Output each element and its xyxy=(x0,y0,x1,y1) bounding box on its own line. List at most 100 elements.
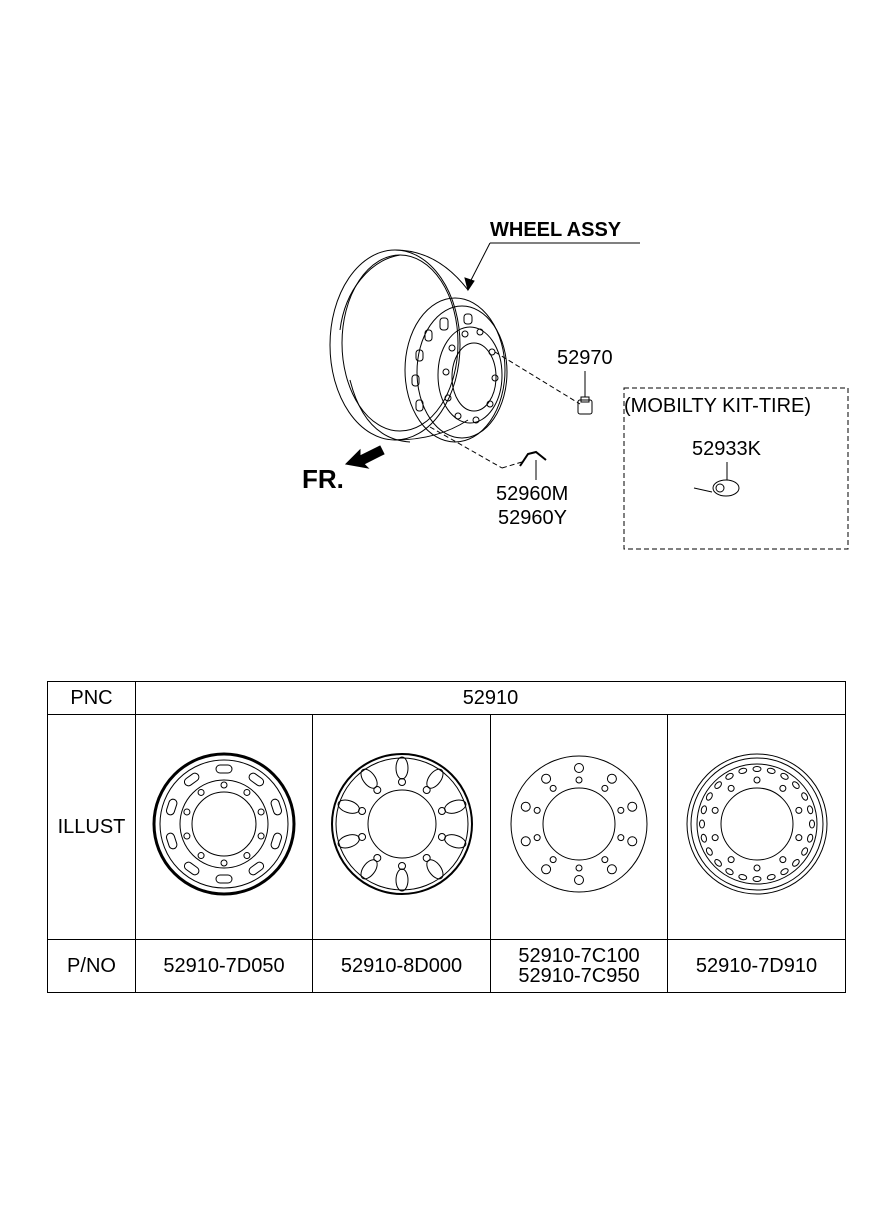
wheel-detail xyxy=(617,834,625,842)
wheel-detail xyxy=(257,808,265,816)
wheel-detail xyxy=(425,859,444,880)
wheel-detail xyxy=(541,773,552,784)
part-number: 52910-8D000 xyxy=(340,955,463,977)
wheel-detail xyxy=(791,781,800,789)
wheel-detail xyxy=(617,806,625,814)
wheel-detail xyxy=(541,864,552,875)
pnc-value: 52910 xyxy=(135,681,846,715)
wheel-detail xyxy=(197,788,205,796)
part-number-cell: 52910-8D000 xyxy=(312,939,491,993)
wheel-detail xyxy=(752,766,761,772)
wheel-detail xyxy=(753,776,760,784)
valve-stem-part xyxy=(519,450,547,480)
wheel-detail xyxy=(606,864,617,875)
part-52933K-label: 52933K xyxy=(692,438,761,460)
wheel-detail xyxy=(183,808,191,816)
part-number: 52910-7C100 xyxy=(518,945,640,967)
wheel-detail xyxy=(808,819,815,829)
front-direction-label: FR. xyxy=(302,464,344,494)
wheel-detail xyxy=(243,852,251,860)
part-number-cell: 52910-7D910 xyxy=(667,939,846,993)
wheel-style-round-holes-icon xyxy=(510,755,648,893)
wheel-detail xyxy=(549,784,557,792)
wheel-detail xyxy=(243,788,251,796)
wheel-detail xyxy=(724,868,734,876)
wheel-detail xyxy=(800,792,808,801)
wheel-detail xyxy=(800,847,808,856)
wheel-detail xyxy=(779,868,789,876)
wheel-detail xyxy=(359,859,378,880)
wheel-detail xyxy=(395,868,408,892)
wheel-detail xyxy=(395,756,408,780)
mobility-kit-label: (MOBILTY KIT-TIRE) xyxy=(624,395,812,417)
wheel-detail xyxy=(533,806,541,814)
wheel-detail xyxy=(806,805,813,815)
wheel-detail xyxy=(737,873,747,881)
wheel-detail xyxy=(422,853,431,862)
wheel-detail xyxy=(248,861,265,876)
wheel-detail xyxy=(705,847,713,856)
wheel-detail xyxy=(437,807,446,816)
wheel-detail xyxy=(575,864,583,872)
wheel-detail xyxy=(437,832,446,841)
wheel-detail xyxy=(270,798,283,816)
wheel-detail xyxy=(794,806,802,814)
wheel-detail xyxy=(337,799,360,814)
wheel-detail xyxy=(533,834,541,842)
wheel-detail xyxy=(752,876,761,882)
wheel-detail xyxy=(791,859,800,867)
wheel-detail xyxy=(779,772,789,780)
wheel-detail xyxy=(574,763,584,773)
wheel-detail xyxy=(737,767,747,775)
wheel-detail xyxy=(337,834,360,849)
mobility-kit-item xyxy=(693,462,740,497)
part-52960M-label: 52960M xyxy=(496,483,569,505)
wheel-detail xyxy=(357,832,366,841)
wheel-assembly-drawing xyxy=(329,249,508,443)
illust-header: ILLUST xyxy=(47,714,136,940)
illust-cell xyxy=(135,714,313,940)
wheel-detail xyxy=(248,772,265,787)
table-row-pnc: PNC 52910 xyxy=(47,681,846,715)
pnc-header: PNC xyxy=(47,681,136,715)
wheel-detail xyxy=(778,784,786,792)
wheel-detail xyxy=(794,834,802,842)
wheel-detail xyxy=(443,834,466,849)
wheel-detail xyxy=(606,773,617,784)
wheel-detail xyxy=(711,806,719,814)
wheel-detail xyxy=(575,776,583,784)
wheel-detail xyxy=(220,781,228,789)
wheel-detail xyxy=(698,819,705,829)
wheel-detail xyxy=(165,798,178,816)
wheel-detail xyxy=(766,873,776,881)
wheel-detail xyxy=(520,801,531,812)
wheel-detail xyxy=(372,853,381,862)
wheel-assy-label: WHEEL ASSY xyxy=(490,219,622,241)
wheel-detail xyxy=(700,833,707,843)
illust-cell xyxy=(312,714,491,940)
table-row-illust: ILLUST xyxy=(47,714,846,940)
wheel-detail xyxy=(778,856,786,864)
wheel-detail xyxy=(359,768,378,789)
wheel-detail xyxy=(549,856,557,864)
wheel-detail xyxy=(711,834,719,842)
wheel-detail xyxy=(257,832,265,840)
wheel-style-large-slots-icon xyxy=(330,753,473,895)
wheel-detail xyxy=(397,862,406,870)
wheel-detail xyxy=(183,772,200,787)
wheel-detail xyxy=(397,778,406,786)
part-52960Y-label: 52960Y xyxy=(498,507,567,529)
wheel-detail xyxy=(727,856,735,864)
wheel-detail xyxy=(520,836,531,847)
wheel-detail xyxy=(766,767,776,775)
part-number: 52910-7C950 xyxy=(518,965,640,987)
wheel-nut-part xyxy=(577,371,593,415)
wheel-style-many-holes-icon xyxy=(686,753,827,895)
wheel-detail xyxy=(753,864,760,872)
wheel-detail xyxy=(215,874,233,884)
wheel-detail xyxy=(372,786,381,795)
wheel-detail xyxy=(724,772,734,780)
part-52970-label: 52970 xyxy=(557,347,613,369)
wheel-detail xyxy=(215,764,233,774)
illust-cell xyxy=(667,714,846,940)
